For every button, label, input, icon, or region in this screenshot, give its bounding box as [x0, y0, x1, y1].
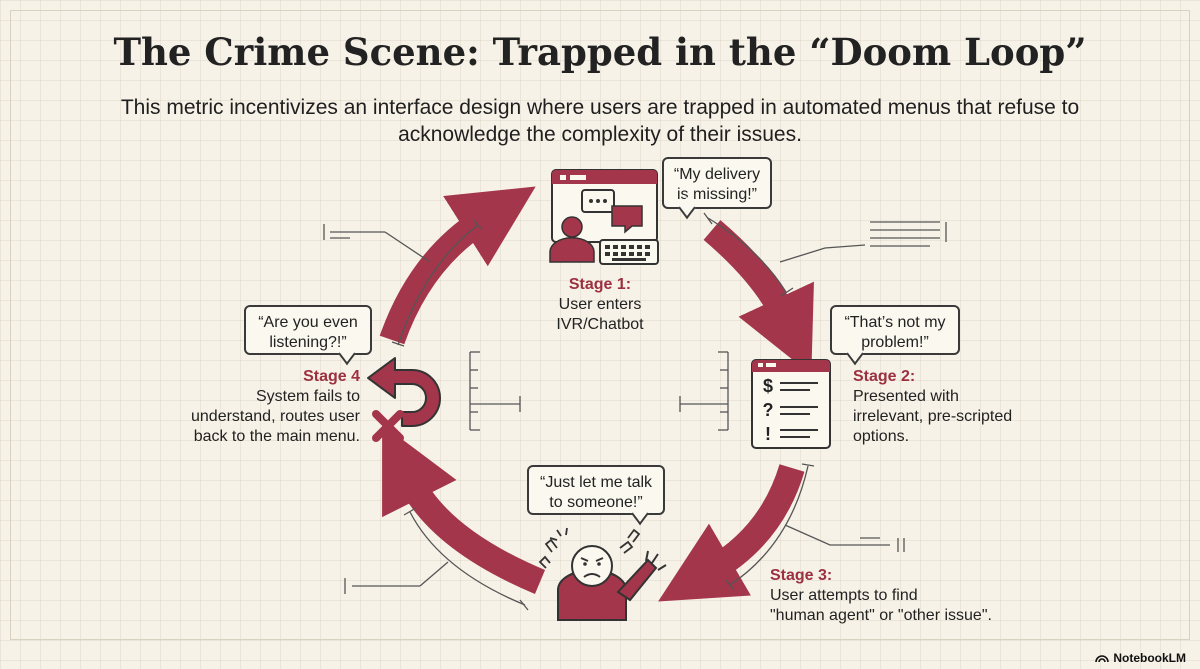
- stage3-line1: User attempts to find: [770, 587, 918, 604]
- stage3-quote: “Just let me talk to someone!”: [539, 474, 653, 511]
- frustrated-person-icon: [538, 527, 667, 621]
- stage1-line1: User enters: [558, 296, 642, 313]
- outer-arc-lines: [391, 212, 815, 611]
- menu-window-icon: [751, 359, 831, 449]
- arrow-stage2-to-stage3: [658, 464, 805, 602]
- brand-name: NotebookLM: [1113, 651, 1186, 665]
- speech-bubble-stage2: “That’s not my problem!”: [830, 305, 960, 355]
- speech-bubble-stage4: “Are you even listening?!”: [244, 305, 372, 355]
- stage2-line3: options.: [853, 428, 910, 445]
- u-turn-arrow-icon: [367, 357, 441, 427]
- stage4-line1: System fails to: [255, 388, 360, 405]
- stage2-description: Stage 2: Presented with irrelevant, pre-…: [853, 367, 1053, 447]
- speech-bubble-stage1: “My delivery is missing!”: [662, 157, 772, 209]
- arrow-stage1-to-stage2: [703, 220, 814, 375]
- keyboard-icon: [599, 239, 659, 265]
- stage2-label: Stage 2:: [853, 368, 916, 385]
- stage1-description: Stage 1: User enters IVR/Chatbot: [540, 275, 660, 335]
- stage4-line2: understand, routes user: [191, 408, 360, 425]
- page-title: The Crime Scene: Trapped in the “Doom Lo…: [113, 30, 1087, 74]
- arrow-stage4-to-stage1: [379, 186, 536, 345]
- x-mark-icon: [372, 410, 404, 442]
- page-subtitle: This metric incentivizes an interface de…: [120, 96, 1080, 146]
- notebooklm-brand: NotebookLM: [1095, 651, 1186, 665]
- stage1-quote: “My delivery is missing!”: [673, 166, 761, 203]
- stage3-line2: "human agent" or "other issue".: [770, 607, 992, 624]
- decorative-lines: [323, 221, 947, 594]
- chat-window-icon: [551, 169, 658, 243]
- menu-symbol-question: ?: [763, 400, 774, 420]
- user-icon: [549, 216, 595, 263]
- stage3-description: Stage 3: User attempts to find "human ag…: [770, 566, 1070, 626]
- stage2-line2: irrelevant, pre-scripted: [853, 408, 1013, 425]
- menu-symbol-dollar: $: [763, 376, 773, 396]
- stage4-label: Stage 4: [303, 368, 360, 385]
- stage1-line2: IVR/Chatbot: [556, 316, 644, 333]
- stage1-label: Stage 1:: [568, 276, 632, 293]
- cycle-arrows: [379, 186, 814, 602]
- stage3-label: Stage 3:: [770, 567, 833, 584]
- stage4-quote: “Are you even listening?!”: [258, 314, 358, 351]
- menu-symbol-exclaim: !: [765, 424, 771, 444]
- arrow-stage3-to-stage4: [382, 424, 546, 594]
- stage2-quote: “That’s not my problem!”: [844, 314, 946, 351]
- stage4-line3: back to the main menu.: [193, 428, 360, 445]
- stage2-line1: Presented with: [853, 388, 959, 405]
- notebooklm-logo-icon: [1095, 655, 1110, 663]
- stage4-description: Stage 4 System fails to understand, rout…: [150, 367, 360, 447]
- speech-bubble-stage3: “Just let me talk to someone!”: [527, 465, 665, 515]
